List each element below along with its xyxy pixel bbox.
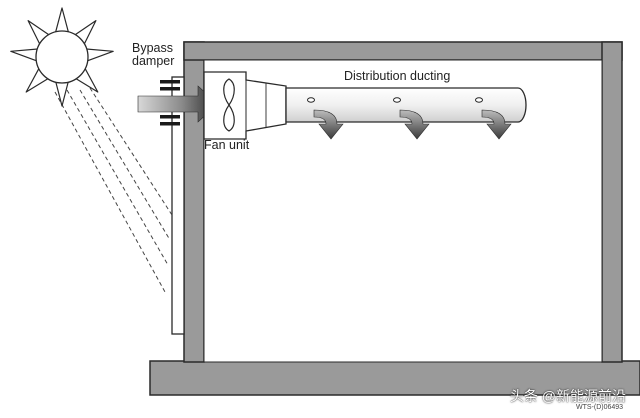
right-wall (601, 41, 623, 363)
distribution-ducting-label: Distribution ducting (344, 69, 451, 83)
bypass-damper-label-line1: Bypass (132, 41, 173, 55)
bypass-damper-label: Bypass damper (132, 41, 175, 69)
watermark: 头条 @新能源前沿 (509, 388, 626, 404)
figure-code: WTS-(D)06493 (576, 404, 624, 411)
solar-rays (54, 87, 173, 293)
fan-blade-icon (223, 78, 235, 132)
fan-unit-label: Fan unit (204, 138, 250, 152)
solar-collector-panel (171, 76, 185, 335)
distribution-duct (285, 87, 527, 123)
ground-slab (149, 360, 640, 396)
sun-icon (10, 7, 114, 107)
bypass-damper-label-line2: damper (132, 54, 175, 69)
roof (183, 41, 623, 61)
downward-arrow-icon (313, 109, 512, 140)
